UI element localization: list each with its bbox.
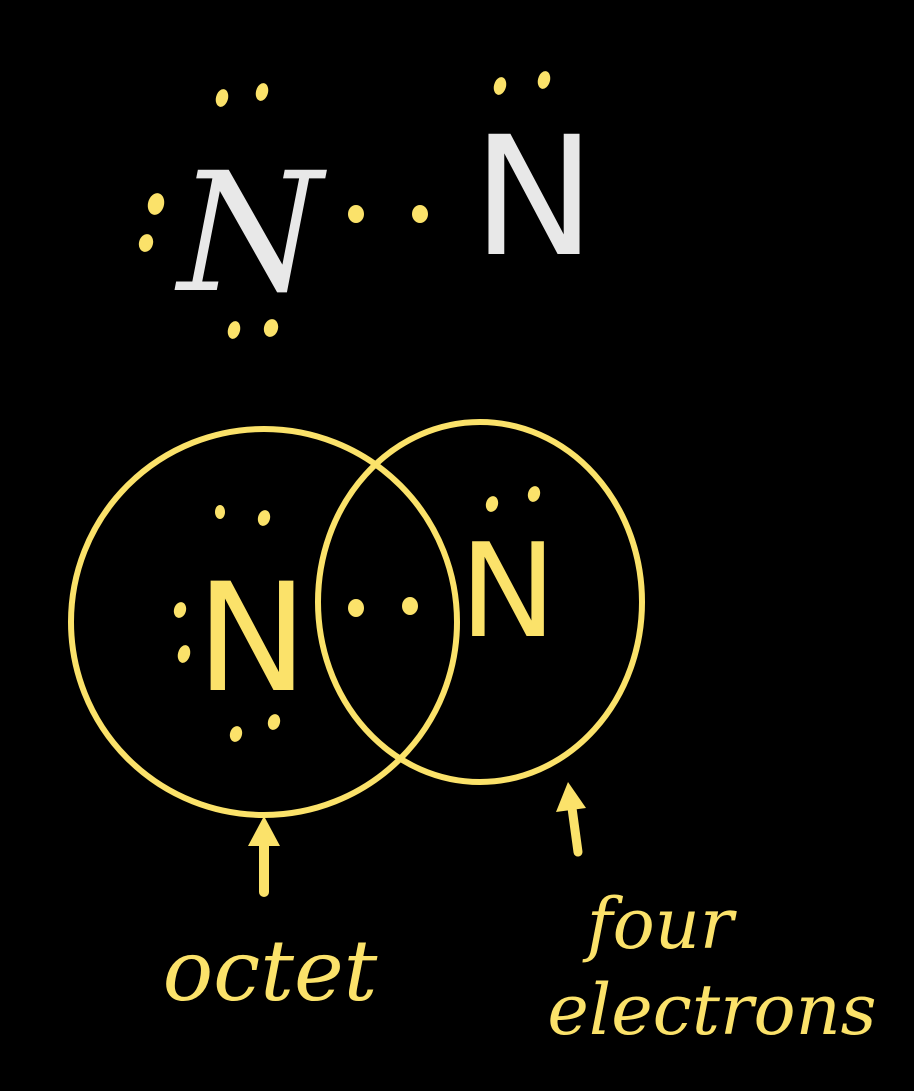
right-arrow bbox=[556, 782, 586, 857]
electron-dot bbox=[267, 714, 281, 730]
electron-dot bbox=[257, 510, 271, 526]
electrons-label: electrons bbox=[547, 969, 876, 1051]
four-label: four bbox=[582, 883, 737, 965]
electron-dot bbox=[537, 71, 551, 89]
electron-dot bbox=[215, 89, 229, 107]
electron-dot bbox=[348, 205, 364, 223]
left-arrowhead bbox=[248, 816, 280, 846]
electron-dot bbox=[255, 83, 269, 101]
electron-dot bbox=[412, 205, 428, 223]
electron-dot bbox=[177, 645, 191, 663]
top-left-nitrogen-symbol: N bbox=[174, 137, 328, 329]
electron-dot bbox=[527, 486, 541, 502]
left-arrow bbox=[248, 816, 280, 897]
electron-dot bbox=[402, 597, 418, 615]
octet-label: octet bbox=[163, 922, 378, 1020]
left-nitrogen-symbol: N bbox=[196, 552, 308, 726]
electron-dot bbox=[493, 77, 507, 95]
left-atom-circle bbox=[68, 426, 460, 818]
right-arrow-shaft bbox=[567, 803, 583, 857]
electron-dot bbox=[485, 496, 499, 512]
right-atom-circle bbox=[315, 419, 645, 785]
bottom-octet-diagram: N N bbox=[68, 419, 645, 818]
electron-dot bbox=[147, 193, 165, 215]
electron-dot bbox=[215, 505, 225, 519]
electron-dot bbox=[227, 321, 241, 339]
electron-dot bbox=[348, 599, 364, 617]
electron-dot bbox=[229, 726, 243, 742]
top-lewis-structure: N N bbox=[138, 71, 596, 339]
electron-dot bbox=[263, 319, 279, 337]
top-right-nitrogen-symbol: N bbox=[472, 101, 595, 293]
electron-dot bbox=[138, 234, 154, 252]
electron-dot bbox=[173, 602, 187, 618]
right-nitrogen-symbol: N bbox=[459, 515, 556, 667]
right-arrowhead bbox=[556, 782, 586, 812]
